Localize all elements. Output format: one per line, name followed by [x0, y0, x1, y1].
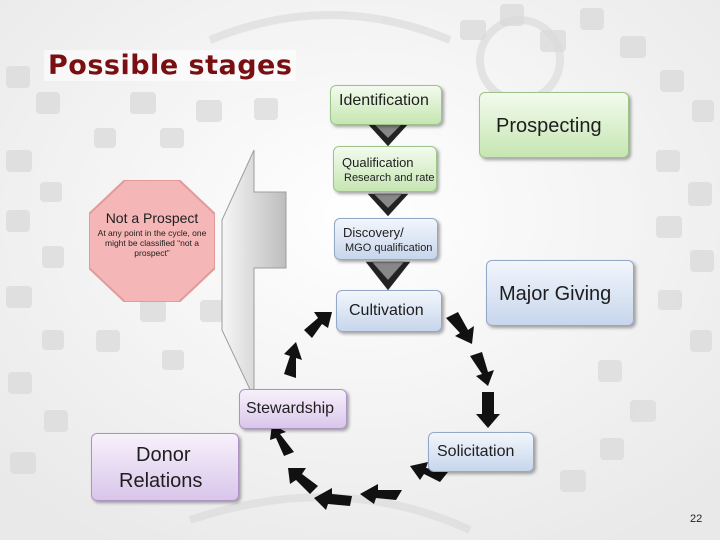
major-giving-label: Major Giving [499, 283, 612, 305]
stage-identification-label: Identification [339, 92, 429, 109]
arrow-icon [410, 462, 448, 482]
arrow-icon [476, 392, 500, 428]
prospecting-label: Prospecting [496, 115, 602, 137]
donor-relations-label-line2: Relations [119, 470, 203, 492]
arrow-icon [270, 424, 294, 456]
stop-sign-shape [89, 180, 215, 302]
stage-qualification: Qualification Research and rate [333, 146, 437, 192]
major-giving-box: Major Giving [486, 260, 634, 326]
arrow-icon [288, 468, 318, 494]
stage-chevrons [365, 124, 411, 291]
stage-identification: Identification [330, 85, 442, 125]
donor-relations-box: Donor Relations [91, 433, 239, 501]
arrow-icon [314, 488, 352, 510]
stage-cultivation: Cultivation [336, 290, 442, 332]
arrow-icon [304, 312, 332, 338]
chevron-icon [365, 261, 411, 291]
stage-discovery-label: Discovery/ [343, 225, 404, 240]
stage-qualification-sublabel: Research and rate [344, 172, 435, 184]
stop-sign-title: Not a Prospect [105, 210, 199, 226]
chevron-icon [367, 124, 409, 147]
stage-stewardship: Stewardship [239, 389, 347, 429]
stop-sign-note: At any point in the cycle, one might be … [97, 228, 207, 258]
chevron-icon [367, 193, 409, 217]
prospecting-box: Prospecting [479, 92, 629, 158]
stage-qualification-label: Qualification [342, 155, 414, 170]
exit-arrow [221, 150, 287, 399]
arrow-icon [284, 342, 302, 378]
slide-title: Possible stages [44, 50, 297, 81]
stage-discovery: Discovery/ MGO qualification [334, 218, 438, 260]
arrow-icon [446, 312, 474, 344]
stage-discovery-sublabel: MGO qualification [345, 242, 433, 254]
donor-relations-label-line1: Donor [136, 444, 191, 466]
page-number: 22 [690, 513, 703, 525]
stage-solicitation-label: Solicitation [437, 443, 515, 460]
stage-stewardship-label: Stewardship [246, 400, 335, 417]
not-a-prospect-sign: Not a Prospect At any point in the cycle… [89, 180, 215, 302]
stage-solicitation: Solicitation [428, 432, 534, 472]
arrow-icon [360, 484, 402, 504]
stage-cultivation-label: Cultivation [349, 302, 424, 319]
arrow-icon [470, 352, 494, 386]
